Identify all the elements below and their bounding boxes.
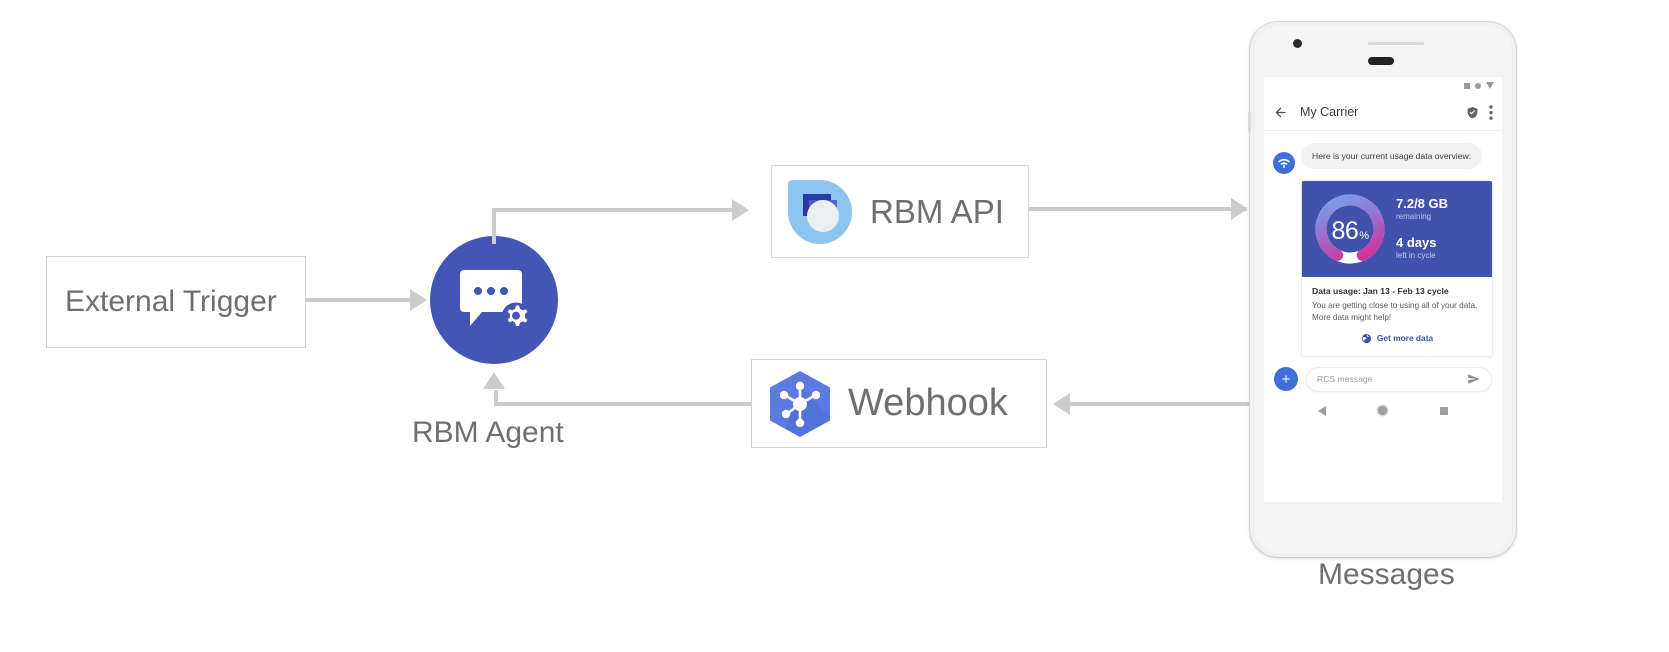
card-title: Data usage: Jan 13 - Feb 13 cycle — [1312, 286, 1449, 296]
card-text-line-1: You are getting close to using all of yo… — [1312, 301, 1478, 310]
square-icon — [1464, 82, 1470, 89]
card-body: Data usage: Jan 13 - Feb 13 cycle You ar… — [1302, 277, 1492, 356]
plus-icon[interactable]: + — [1274, 367, 1298, 392]
phone-camera-icon — [1293, 39, 1302, 48]
send-icon[interactable] — [1467, 372, 1481, 386]
wifi-signal-icon — [1278, 159, 1290, 168]
rcs-message-input[interactable]: RCS message — [1306, 366, 1492, 392]
rcs-message-placeholder: RCS message — [1317, 374, 1373, 385]
avatar — [1273, 152, 1295, 174]
usage-percent-value: 86 — [1331, 217, 1359, 245]
android-nav-bar — [1264, 398, 1502, 424]
get-more-data-label: Get more data — [1376, 333, 1434, 344]
arrow-phone-to-webhook — [1053, 393, 1070, 415]
stat-days-label: left in cycle — [1396, 250, 1436, 260]
nav-recents-icon[interactable] — [1439, 406, 1448, 415]
conversation: Here is your current usage data overview… — [1264, 131, 1502, 502]
rbm-api-icon — [788, 179, 852, 244]
circle-icon — [1475, 82, 1481, 89]
phone-sensor-icon — [1368, 42, 1424, 45]
external-trigger-label: External Trigger — [65, 285, 277, 318]
more-vertical-icon[interactable] — [1489, 104, 1493, 120]
phone-device: My Carrier — [1248, 22, 1516, 557]
verified-shield-icon[interactable] — [1466, 106, 1479, 119]
arrow-trigger-to-agent — [410, 289, 427, 311]
usage-donut-chart: 86% — [1312, 191, 1388, 267]
app-bar-title: My Carrier — [1300, 105, 1359, 119]
rbm-agent-node[interactable] — [430, 236, 558, 364]
arrow-rbmapi-to-phone — [1231, 198, 1248, 220]
stat-data-remaining: 7.2/8 GB remaining — [1396, 195, 1482, 223]
data-usage-card[interactable]: 86% 7.2/8 GB remaining 4 days left in cy… — [1301, 180, 1493, 357]
connector-trigger-to-agent — [306, 298, 410, 302]
rbm-api-node[interactable]: RBM API — [771, 165, 1029, 258]
nav-back-icon[interactable] — [1318, 405, 1327, 416]
triangle-down-icon — [1486, 82, 1494, 89]
arrow-agent-to-rbmapi — [732, 199, 749, 221]
stat-days-value: 4 days — [1396, 234, 1437, 250]
webhook-node[interactable]: Webhook — [751, 359, 1047, 448]
usage-stats: 7.2/8 GB remaining 4 days left in cycle — [1388, 195, 1486, 262]
webhook-hexagon-icon — [770, 370, 830, 437]
connector-rbmapi-to-phone — [1029, 207, 1247, 211]
message-row: Here is your current usage data overview… — [1264, 143, 1502, 174]
nav-home-icon[interactable] — [1378, 406, 1388, 416]
globe-icon — [1361, 333, 1371, 343]
get-more-data-button[interactable]: Get more data — [1312, 324, 1482, 348]
app-bar: My Carrier — [1264, 94, 1502, 131]
stat-data-value: 7.2/8 GB — [1396, 195, 1449, 211]
phone-side-button[interactable] — [1248, 112, 1251, 132]
messages-caption: Messages — [1318, 558, 1455, 591]
phone-screen: My Carrier — [1264, 77, 1502, 502]
connector-agent-to-rbmapi — [492, 208, 732, 212]
connector-webhook-to-agent — [494, 402, 751, 406]
connector-phone-to-webhook — [1070, 402, 1250, 406]
card-hero: 86% 7.2/8 GB remaining 4 days left in cy… — [1302, 181, 1492, 277]
usage-percent: 86% — [1312, 191, 1388, 267]
message-bubble: Here is your current usage data overview… — [1301, 143, 1483, 170]
arrow-webhook-to-agent — [483, 372, 505, 389]
stat-days-left: 4 days left in cycle — [1396, 234, 1482, 262]
status-bar — [1264, 77, 1502, 94]
rbm-agent-caption: RBM Agent — [412, 416, 564, 449]
usage-percent-unit: % — [1359, 230, 1369, 242]
connector-webhook-up — [494, 390, 498, 404]
rbm-api-label: RBM API — [870, 192, 1004, 230]
chat-gear-icon — [460, 270, 530, 332]
phone-speaker-icon — [1368, 57, 1394, 65]
external-trigger-node[interactable]: External Trigger — [46, 256, 306, 348]
card-text-line-2: More data might help! — [1312, 312, 1392, 322]
webhook-label: Webhook — [848, 382, 1008, 424]
stat-data-label: remaining — [1396, 212, 1432, 222]
arrow-left-icon[interactable] — [1273, 105, 1288, 120]
connector-agent-up — [492, 208, 496, 244]
message-composer: + RCS message — [1264, 357, 1502, 398]
